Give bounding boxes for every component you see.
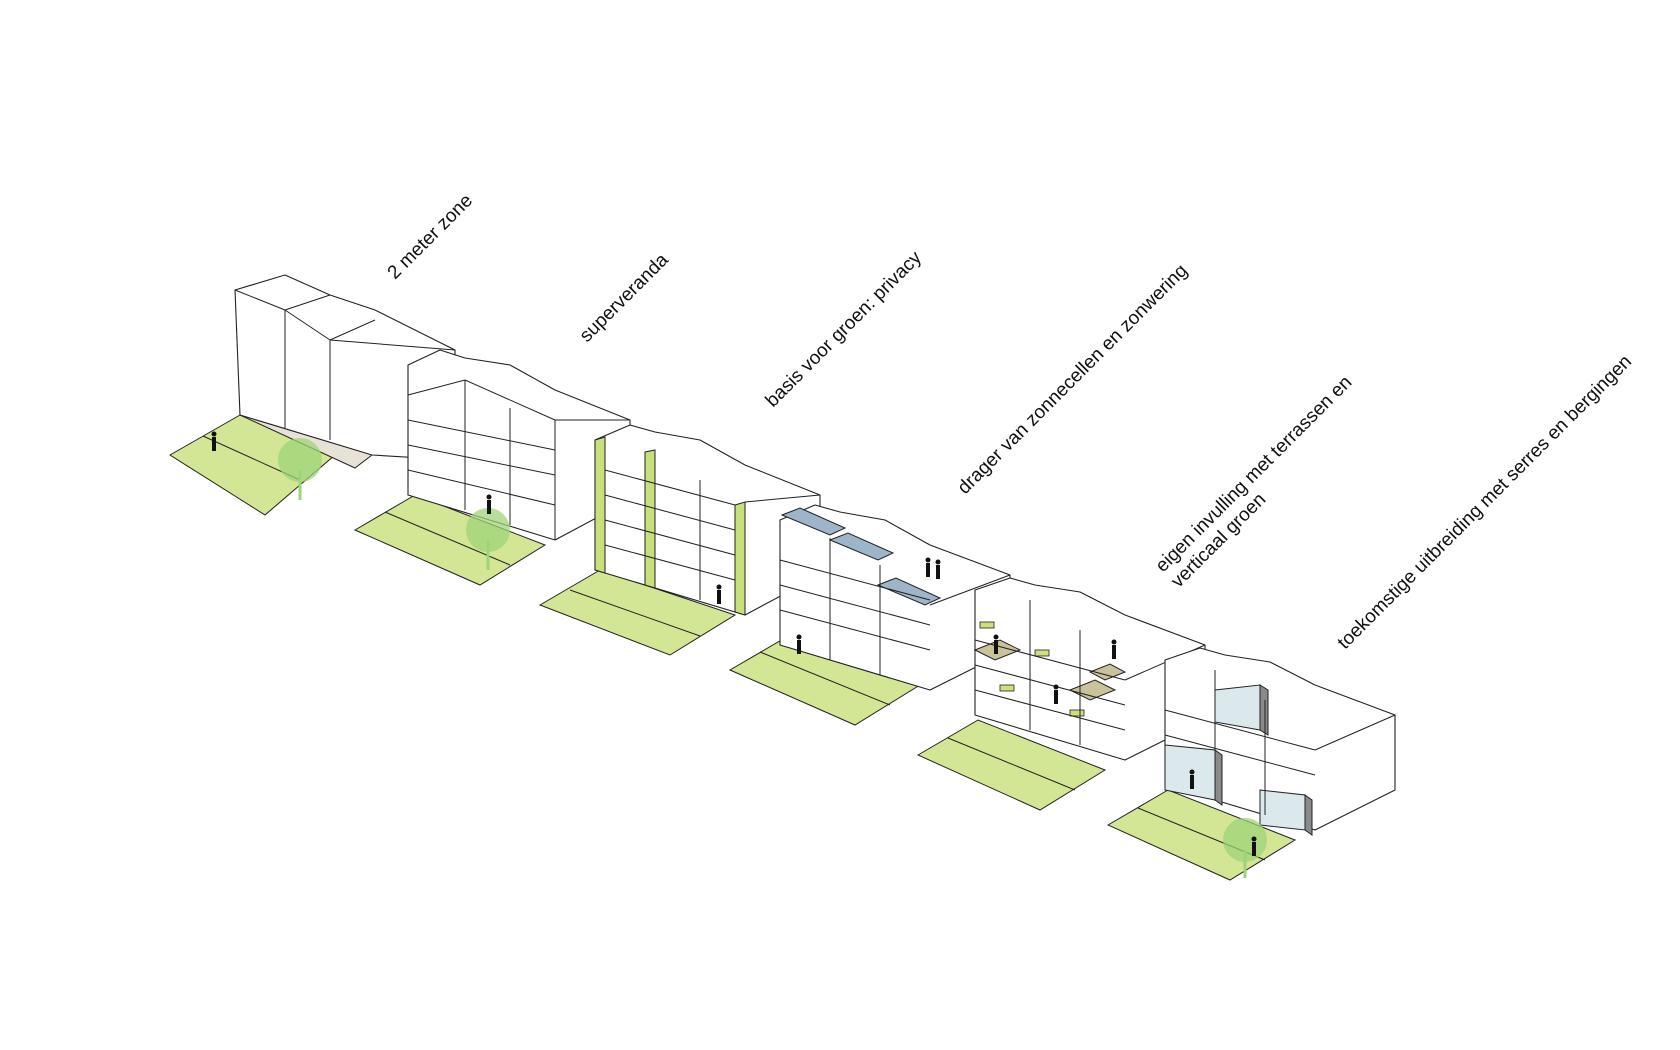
solar-panel bbox=[780, 507, 847, 536]
step-5-terrassen bbox=[916, 577, 1206, 811]
person-icon bbox=[936, 565, 940, 579]
label-basis-voor-groen: basis voor groen: privacy bbox=[762, 247, 927, 412]
person-icon bbox=[717, 590, 721, 604]
planter bbox=[1034, 649, 1050, 657]
tree-icon bbox=[466, 508, 510, 552]
tree-icon bbox=[278, 438, 322, 482]
terrace-deck bbox=[1068, 679, 1117, 701]
person-icon bbox=[1054, 690, 1058, 704]
solar-panel bbox=[828, 532, 895, 561]
person-icon bbox=[926, 563, 930, 577]
serre-box bbox=[1214, 684, 1261, 731]
serre-box bbox=[1259, 789, 1306, 831]
person-icon bbox=[1252, 842, 1256, 856]
person-icon bbox=[487, 500, 491, 514]
step-6-serres-bergingen bbox=[1106, 647, 1396, 881]
planter bbox=[999, 684, 1015, 692]
person-icon bbox=[797, 640, 801, 654]
step-4-zonnecellen bbox=[728, 504, 1011, 726]
label-serres: toekomstige uitbreiding met serres en be… bbox=[1334, 351, 1636, 653]
building-block bbox=[779, 504, 1011, 691]
person-icon bbox=[212, 437, 216, 451]
label-two-meter-zone: 2 meter zone bbox=[384, 190, 477, 283]
terrace-deck bbox=[1088, 663, 1127, 681]
green-wall-right bbox=[734, 501, 746, 616]
person-icon bbox=[994, 640, 998, 654]
planter bbox=[979, 621, 995, 629]
label-superveranda: superveranda bbox=[576, 249, 673, 346]
building-block bbox=[974, 577, 1206, 761]
step-3-basis-voor-groen bbox=[538, 424, 821, 656]
person-icon bbox=[1112, 645, 1116, 659]
label-terrassen-line1: eigen invulling met terrassen en bbox=[1152, 372, 1357, 577]
step-1-two-meter-zone bbox=[169, 274, 456, 516]
green-wall-middle bbox=[644, 449, 656, 589]
step-2-superveranda bbox=[353, 349, 631, 586]
planter bbox=[1069, 709, 1085, 717]
garden-ground bbox=[916, 719, 1107, 811]
garden-ground bbox=[538, 569, 737, 656]
green-wall-left bbox=[594, 436, 606, 574]
label-zonnecellen: drager van zonnecellen en zonwering bbox=[954, 260, 1192, 498]
label-terrassen: eigen invulling met terrassen en vertica… bbox=[1152, 368, 1376, 592]
person-icon bbox=[1190, 775, 1194, 789]
